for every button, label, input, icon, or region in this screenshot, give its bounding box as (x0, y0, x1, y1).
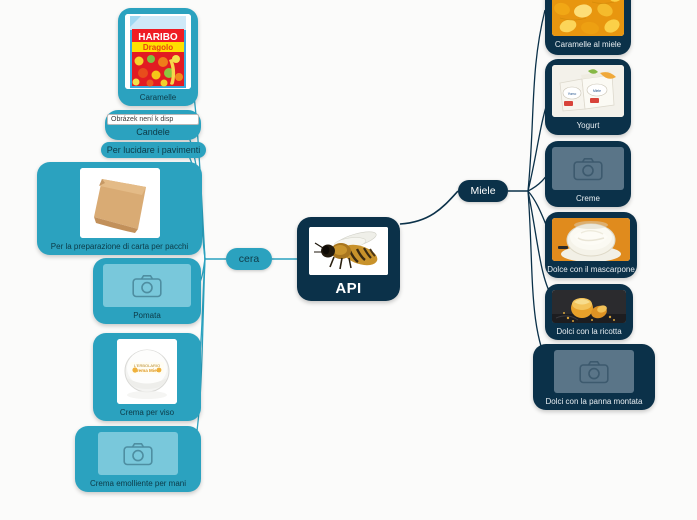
face-cream-jar-photo: L'ERBOLARIO Crema Miele (117, 339, 177, 404)
leaf-card-crema-mani[interactable]: Crema emolliente per mani (75, 426, 201, 492)
leaf-label-pomata: Pomata (133, 311, 161, 320)
leaf-card-crema-viso[interactable]: L'ERBOLARIO Crema Miele Crema per viso (93, 333, 201, 421)
leaf-label-yogurt: Yogurt (576, 121, 600, 130)
yogurt-cups-photo: Yomo Miele (552, 65, 624, 117)
leaf-card-pomata[interactable]: Pomata (93, 258, 201, 324)
leaf-label-lucidare-pavimenti: Per lucidare i pavimenti (106, 145, 201, 155)
svg-text:Crema Miele: Crema Miele (133, 368, 161, 373)
branch-label-miele: Miele (470, 185, 496, 197)
camera-placeholder-icon (123, 442, 153, 465)
honeybee-photo (309, 227, 388, 275)
branch-label-cera: cera (238, 253, 260, 265)
svg-text:Miele: Miele (593, 89, 601, 93)
svg-text:Yomo: Yomo (568, 92, 577, 96)
leaf-thumb-carta-pacchi (79, 168, 160, 238)
honey-candies-photo (552, 0, 624, 36)
leaf-label-crema-viso: Crema per viso (119, 408, 175, 417)
leaf-label-candele: Candele (136, 127, 170, 137)
leaf-card-lucidare-pavimenti[interactable]: Per lucidare i pavimenti (101, 142, 206, 158)
leaf-card-yogurt[interactable]: Yomo Miele Yogurt (545, 59, 631, 135)
mascarpone-bowl-photo (552, 218, 630, 261)
leaf-label-caramelle-al-miele: Caramelle al miele (554, 40, 622, 49)
root-node-api[interactable]: API (297, 217, 400, 301)
leaf-card-caramelle-al-miele[interactable]: Caramelle al miele (545, 0, 631, 55)
leaf-label-carta-pacchi: Per la preparazione di carta per pacchi (50, 242, 189, 251)
leaf-thumb-panna-montata (554, 350, 634, 393)
leaf-card-candele[interactable]: Obrázek není k disp Candele (105, 110, 201, 140)
leaf-card-panna-montata[interactable]: Dolci con la panna montata (533, 344, 655, 410)
svg-text:L'ERBOLARIO: L'ERBOLARIO (134, 363, 160, 368)
root-image-bee (309, 227, 388, 275)
leaf-card-caramelle[interactable]: HARIBO Dragolo (118, 8, 198, 106)
leaf-thumb-creme (552, 147, 624, 190)
leaf-card-ricotta[interactable]: Dolci con la ricotta (545, 284, 633, 340)
branch-node-miele[interactable]: Miele (458, 180, 508, 202)
leaf-thumb-yogurt: Yomo Miele (552, 65, 624, 117)
leaf-label-caramelle: Caramelle (139, 93, 177, 102)
svg-text:HARIBO: HARIBO (138, 32, 178, 43)
leaf-label-mascarpone: Dolce con il mascarpone (547, 265, 635, 274)
broken-image-alt-text: Obrázek není k disp (111, 116, 174, 123)
camera-placeholder-icon (132, 274, 162, 297)
leaf-label-panna-montata: Dolci con la panna montata (545, 397, 643, 406)
root-label: API (335, 280, 362, 297)
camera-placeholder-icon (579, 360, 609, 383)
leaf-thumb-crema-mani (98, 432, 178, 475)
leaf-thumb-ricotta (552, 290, 626, 323)
leaf-label-creme: Creme (575, 194, 600, 203)
leaf-card-creme[interactable]: Creme (545, 141, 631, 207)
leaf-label-ricotta: Dolci con la ricotta (556, 327, 622, 336)
haribo-dragolo-candy-bag-photo: HARIBO Dragolo (125, 14, 191, 89)
ricotta-dessert-photo (552, 290, 626, 323)
leaf-thumb-mascarpone (552, 218, 630, 261)
leaf-label-crema-mani: Crema emolliente per mani (89, 479, 187, 488)
leaf-card-carta-pacchi[interactable]: Per la preparazione di carta per pacchi (37, 162, 202, 255)
leaf-thumb-pomata (103, 264, 191, 307)
leaf-thumb-caramelle: HARIBO Dragolo (125, 14, 191, 89)
svg-text:Dragolo: Dragolo (143, 43, 173, 52)
leaf-thumb-crema-viso: L'ERBOLARIO Crema Miele (117, 339, 177, 404)
branch-node-cera[interactable]: cera (226, 248, 272, 270)
leaf-card-mascarpone[interactable]: Dolce con il mascarpone (545, 212, 637, 278)
broken-image-placeholder-icon: Obrázek není k disp (107, 114, 199, 125)
camera-placeholder-icon (573, 157, 603, 180)
brown-kraft-paper-photo (79, 168, 160, 238)
leaf-thumb-caramelle-al-miele (552, 0, 624, 36)
